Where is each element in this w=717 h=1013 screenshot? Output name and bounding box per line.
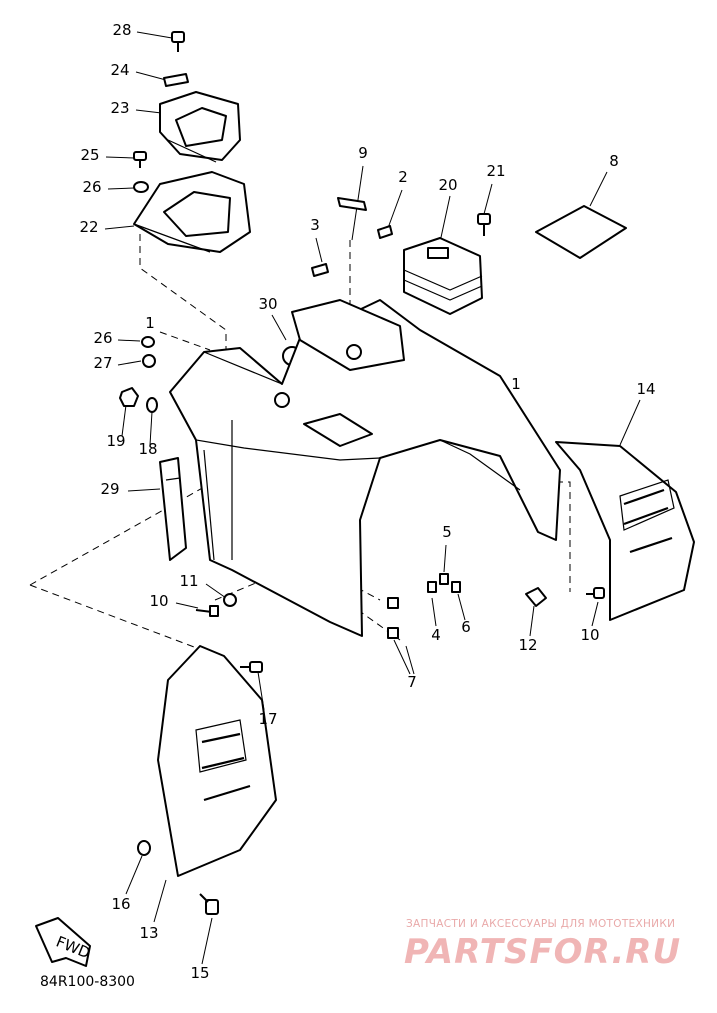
fwd-arrow: FWD: [35, 917, 93, 967]
part-29-bracket: [159, 457, 187, 561]
callout-c10a: 10: [149, 592, 168, 610]
part-9-pad: [337, 197, 367, 211]
callout-c27: 27: [93, 354, 112, 372]
callout-c20: 20: [438, 176, 457, 194]
part-25-screw: [133, 151, 147, 168]
callout-c24: 24: [110, 61, 129, 79]
callout-c29: 29: [100, 480, 119, 498]
callout-c16: 16: [111, 895, 130, 913]
leader-lines: [104, 31, 641, 965]
part-13-side-cover-left: [157, 645, 277, 877]
callout-c5: 5: [442, 523, 452, 541]
part-6-clip: [451, 581, 461, 593]
part-10-bolt-a: [195, 605, 219, 617]
callout-c4: 4: [431, 626, 441, 644]
part-22-meter-housing: [133, 171, 251, 253]
part-18-washer: [146, 397, 158, 413]
part-5-clip: [439, 573, 449, 585]
callout-c30: 30: [258, 295, 277, 313]
watermark-tagline: ЗАПЧАСТИ И АКСЕССУАРЫ ДЛЯ МОТОТЕХНИКИ: [406, 918, 676, 930]
watermark-brand: PARTSFOR.RU: [404, 932, 682, 972]
callout-c17: 17: [258, 710, 277, 728]
part-7-clip-a: [387, 597, 399, 609]
part-28-screw: [171, 31, 185, 52]
callout-c14: 14: [636, 380, 655, 398]
callout-c3: 3: [310, 216, 320, 234]
callout-c26a: 26: [82, 178, 101, 196]
part-14-side-cover-right: [555, 441, 695, 621]
part-26-grommet-b: [141, 336, 155, 348]
callout-c22: 22: [79, 218, 98, 236]
part-24-plate: [163, 73, 189, 87]
callout-c1a: 1: [145, 314, 155, 332]
part-3-pad: [311, 263, 329, 277]
callout-c25: 25: [80, 146, 99, 164]
part-7-clip-b: [387, 627, 399, 639]
callout-c6: 6: [461, 618, 471, 636]
part-16-grommet: [137, 840, 151, 856]
callout-c11: 11: [179, 572, 198, 590]
part-26-grommet: [133, 181, 149, 193]
callout-c10b: 10: [580, 626, 599, 644]
callout-c8: 8: [609, 152, 619, 170]
callout-c18: 18: [138, 440, 157, 458]
part-20-cover: [403, 237, 483, 315]
callout-c2: 2: [398, 168, 408, 186]
part-19-nut: [119, 387, 139, 407]
part-10-bolt-b: [586, 587, 605, 599]
part-15-bolt: [199, 893, 219, 915]
callout-c7: 7: [407, 673, 417, 691]
callout-c15: 15: [190, 964, 209, 982]
drawing-code: 84R100-8300: [40, 974, 135, 990]
callout-c28: 28: [112, 21, 131, 39]
callout-c9: 9: [358, 144, 368, 162]
part-27-grommet: [142, 354, 156, 368]
callout-c1b: 1: [511, 375, 521, 393]
part-12-nut: [525, 587, 547, 607]
part-21-bolt: [477, 213, 491, 236]
part-11-collar: [223, 593, 237, 607]
callout-c19: 19: [106, 432, 125, 450]
callout-c13: 13: [139, 924, 158, 942]
part-2-pad: [377, 225, 393, 239]
callout-c26b: 26: [93, 329, 112, 347]
callout-c12: 12: [518, 636, 537, 654]
part-23-meter-cover: [159, 91, 241, 163]
part-8-label: [535, 205, 627, 259]
part-1-front-fender: [169, 299, 561, 637]
callout-c23: 23: [110, 99, 129, 117]
callout-c21: 21: [486, 162, 505, 180]
part-4-clip: [427, 581, 437, 593]
part-17-bolt: [240, 661, 263, 673]
